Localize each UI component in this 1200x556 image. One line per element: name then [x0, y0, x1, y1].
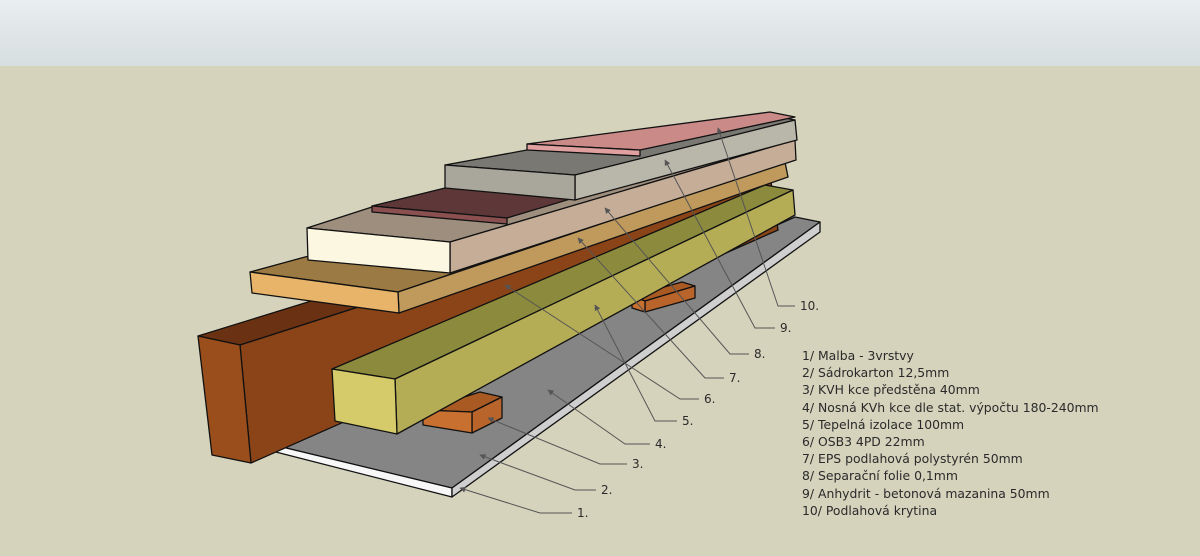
callout-6: 6. — [704, 392, 715, 406]
callout-7: 7. — [729, 371, 740, 385]
legend-item: 8/ Separační folie 0,1mm — [802, 468, 958, 484]
leader-line-9 — [664, 159, 775, 329]
leader-line-2 — [479, 454, 596, 491]
legend-item: 5/ Tepelná izolace 100mm — [802, 416, 965, 432]
legend-item: 2/ Sádrokarton 12,5mm — [802, 365, 950, 381]
leader-line-3 — [487, 417, 627, 465]
sky — [0, 0, 1200, 66]
legend-item: 1/ Malba - 3vrstvy — [802, 348, 914, 363]
callout-4: 4. — [655, 437, 666, 451]
leader-line-6 — [504, 284, 699, 400]
legend-item: 9/ Anhydrit - betonová mazanina 50mm — [802, 485, 1050, 501]
legend-item: 7/ EPS podlahová polystyrén 50mm — [802, 451, 1023, 467]
leader-line-1 — [459, 486, 572, 514]
legend-item: 4/ Nosná KVh kce dle stat. výpočtu 180-2… — [802, 399, 1099, 415]
callout-5: 5. — [682, 414, 693, 428]
leader-line-5 — [594, 304, 677, 422]
leader-line-4 — [547, 389, 650, 445]
callout-3: 3. — [632, 457, 643, 471]
leader-line-10 — [716, 127, 795, 307]
callout-1: 1. — [577, 506, 588, 520]
leader-line-8 — [604, 207, 749, 355]
layer-10-flooring — [526, 111, 796, 157]
legend-item: 10/ Podlahová krytina — [802, 502, 938, 518]
callout-10: 10. — [800, 299, 819, 313]
leader-line-7 — [577, 237, 724, 379]
legend-item: 6/ OSB3 4PD 22mm — [802, 434, 925, 450]
callout-9: 9. — [780, 321, 791, 335]
legend-item: 3/ KVH kce předstěna 40mm — [802, 382, 980, 398]
callout-2: 2. — [601, 483, 612, 497]
layer-5-insulation — [331, 184, 796, 435]
callout-8: 8. — [754, 347, 765, 361]
layer-legend: 1/ Malba - 3vrstvy 2/ Sádrokarton 12,5mm… — [802, 347, 1099, 519]
